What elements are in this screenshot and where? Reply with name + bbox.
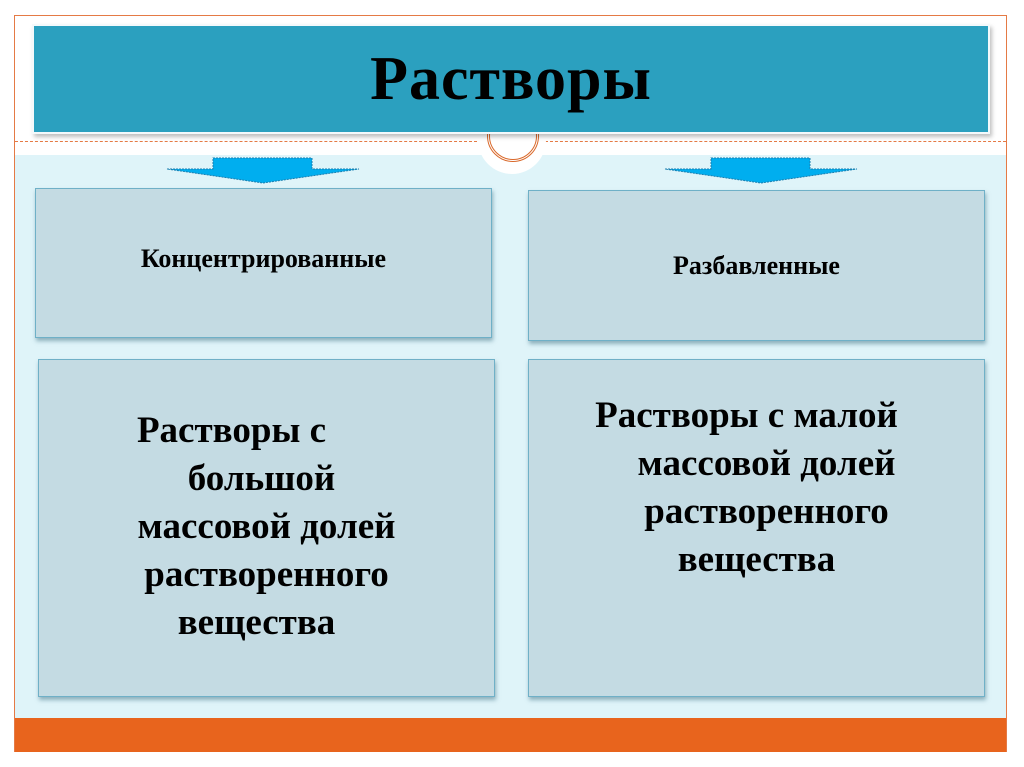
category-label: Разбавленные (673, 250, 840, 280)
description-line: растворенного (644, 491, 889, 532)
description-line: Растворы с малой (595, 395, 898, 436)
divider-left (15, 141, 477, 142)
title-banner: Растворы (32, 24, 990, 134)
footer-band (15, 718, 1006, 752)
description-line: растворенного (144, 554, 389, 595)
description-concentrated: Растворы с большой массовой долей раство… (38, 359, 495, 697)
arrow-down-icon (166, 157, 360, 184)
description-diluted: Растворы с малой массовой долей растворе… (528, 359, 985, 697)
category-diluted: Разбавленные (528, 190, 985, 341)
description-line: массовой долей (137, 506, 396, 547)
slide-title: Растворы (370, 44, 652, 113)
description-line: Растворы с (136, 410, 327, 451)
description-line: вещества (677, 539, 836, 580)
description-line: вещества (177, 602, 336, 643)
category-concentrated: Концентрированные (35, 188, 492, 338)
arrow-down-icon (664, 157, 858, 184)
description-line: массовой долей (637, 443, 896, 484)
divider-right (545, 141, 1006, 142)
description-line: большой (187, 458, 336, 499)
category-label: Концентрированные (140, 244, 387, 273)
